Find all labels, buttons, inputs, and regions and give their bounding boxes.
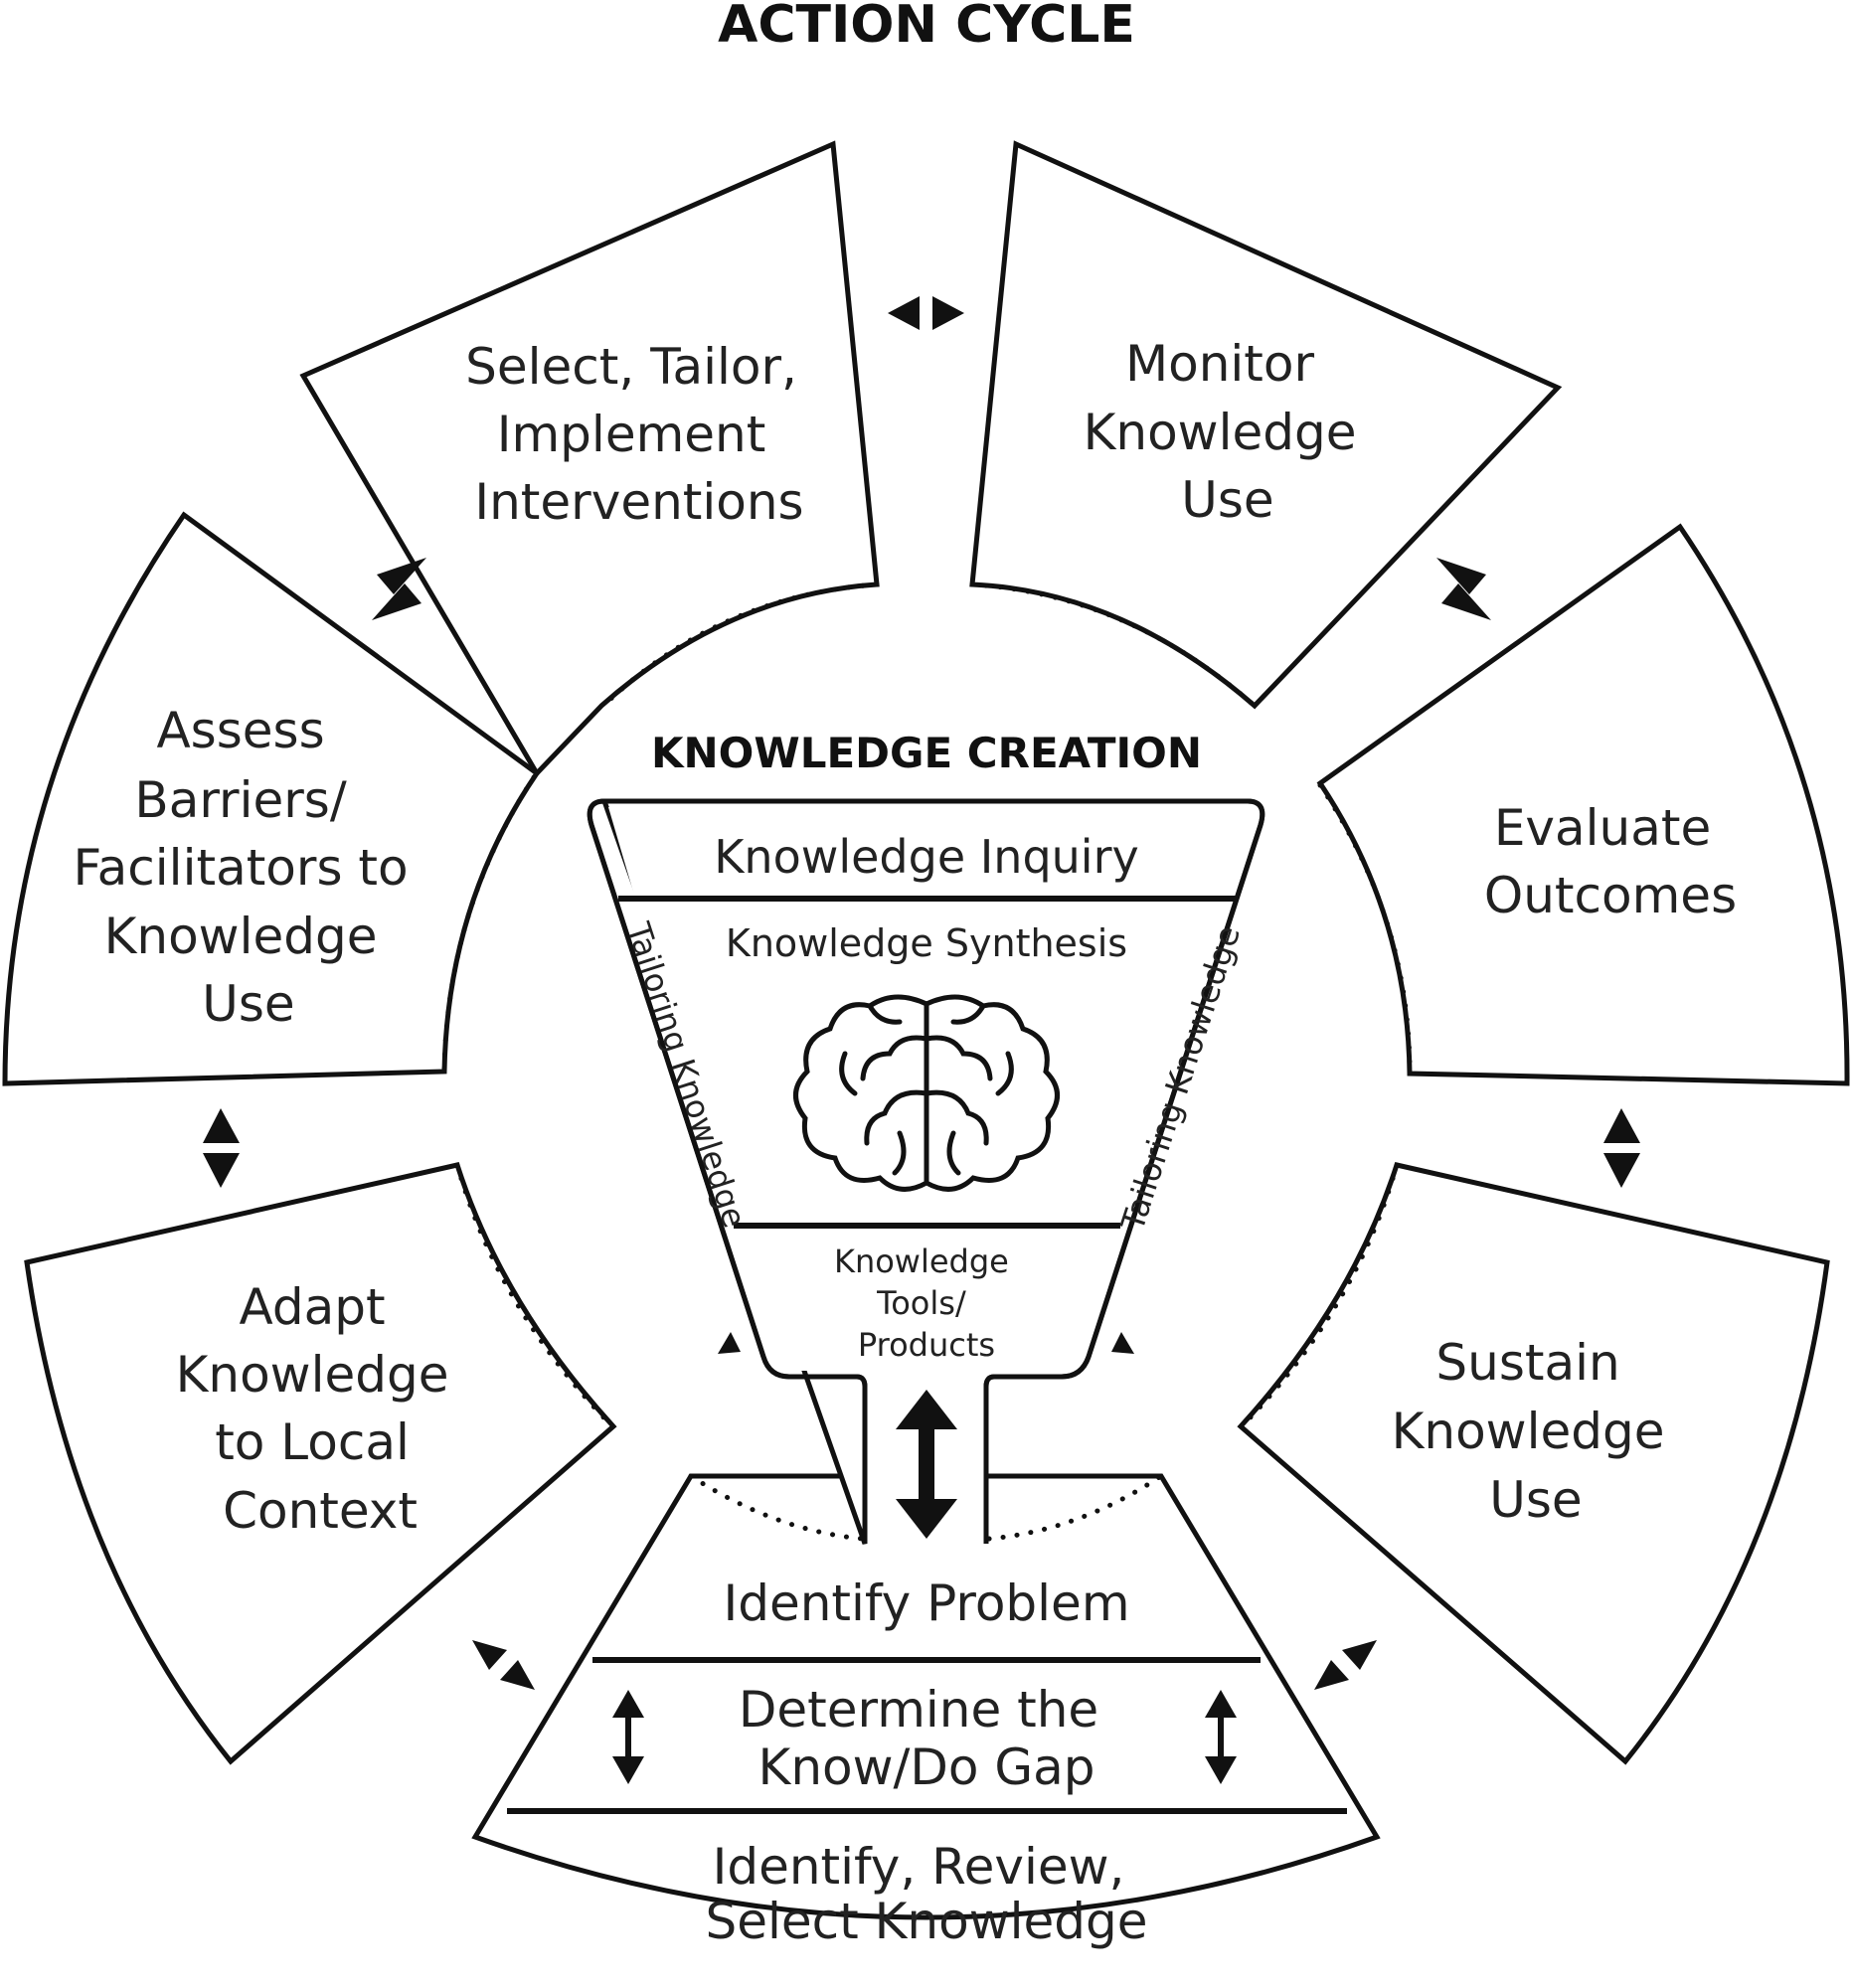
segment-assess-barriers: Assess Barriers/ Facilitators to Knowled… (2, 511, 541, 1086)
svg-text:Monitor Knowledge: Monitor Knowledge Use (1084, 335, 1373, 529)
identify-problem-label: Identify Problem (723, 1574, 1129, 1632)
knowledge-tools-line-2: Tools/ (876, 1284, 966, 1322)
arrow-evaluate-sustain-icon (1603, 1108, 1640, 1188)
arrow-sustain-bottom-icon (1314, 1640, 1377, 1690)
segment-monitor-line-3: Use (1181, 471, 1273, 529)
knowledge-funnel: Knowledge Inquiry Knowledge Synthesis Kn… (587, 798, 1265, 1545)
segment-evaluate-line-2: Outcomes (1484, 867, 1737, 924)
segment-monitor-knowledge-use: Monitor Knowledge Use (969, 140, 1563, 710)
segment-sustain-knowledge-use: Sustain Knowledge Use (1237, 1162, 1830, 1765)
segment-adapt-line-3: to Local (215, 1413, 410, 1471)
segment-adapt-line-2: Knowledge (176, 1346, 449, 1404)
arrow-bottom-adapt-icon (472, 1640, 535, 1690)
segment-evaluate-outcomes: Evaluate Outcomes (1316, 523, 1850, 1086)
segment-select-line-1: Select, Tailor, (465, 338, 797, 396)
knowledge-inquiry-label: Knowledge Inquiry (714, 830, 1138, 884)
knowledge-synthesis-label: Knowledge Synthesis (726, 921, 1127, 965)
segment-monitor-line-1: Monitor (1125, 335, 1315, 393)
svg-text:Identify, Review, Select: Identify, Review, Select Knowledge (706, 1838, 1148, 1950)
select-knowledge-line-2: Select Knowledge (706, 1893, 1148, 1950)
svg-text:Evaluate Outcomes: Evaluate Outcomes (1484, 799, 1737, 924)
arrow-adapt-assess-icon (203, 1108, 240, 1188)
segment-select-line-2: Implement (497, 406, 766, 463)
segment-sustain-line-2: Knowledge (1392, 1403, 1665, 1460)
arrow-assess-select-icon (372, 558, 426, 620)
svg-text:Adapt Knowledge to: Adapt Knowledge to Local Context (176, 1278, 465, 1540)
segment-monitor-line-2: Knowledge (1084, 404, 1357, 461)
segment-assess-line-3: Facilitators to (73, 839, 408, 897)
arrow-monitor-evaluate-icon (1436, 558, 1491, 620)
brain-icon (793, 994, 1060, 1192)
segment-assess-line-1: Assess (156, 702, 324, 759)
tailoring-right-arrow-icon (1111, 1332, 1134, 1354)
knowledge-tools-line-3: Products (858, 1326, 995, 1364)
segment-assess-line-4: Knowledge (104, 908, 378, 965)
segment-adapt-knowledge: Adapt Knowledge to Local Context (24, 1162, 617, 1765)
segment-select-line-3: Interventions (474, 473, 803, 531)
gap-left-double-arrow-icon (612, 1690, 644, 1784)
knowledge-tools-line-1: Knowledge (834, 1242, 1009, 1280)
funnel-to-action-double-arrow-icon (896, 1390, 957, 1539)
arrow-select-monitor-icon (888, 296, 964, 330)
segment-assess-line-5: Use (202, 975, 294, 1033)
segment-sustain-line-3: Use (1489, 1471, 1582, 1529)
svg-text:Select, Tailor, Implemen: Select, Tailor, Implement Interventions (465, 338, 813, 531)
gap-label-line-1: Determine the (739, 1681, 1098, 1739)
diagram-title: ACTION CYCLE (718, 0, 1135, 55)
gap-label-line-2: Know/Do Gap (758, 1739, 1095, 1796)
segment-adapt-line-4: Context (223, 1482, 418, 1540)
segment-adapt-line-1: Adapt (240, 1278, 386, 1336)
knowledge-creation-title: KNOWLEDGE CREATION (651, 729, 1202, 777)
segment-sustain-line-1: Sustain (1435, 1334, 1619, 1392)
tailoring-left-arrow-icon (718, 1332, 741, 1354)
segment-select-tailor-implement: Select, Tailor, Implement Interventions (299, 140, 880, 778)
gap-right-double-arrow-icon (1205, 1690, 1237, 1784)
select-knowledge-line-1: Identify, Review, (713, 1838, 1125, 1896)
segment-evaluate-line-1: Evaluate (1494, 799, 1711, 857)
svg-text:Sustain Knowledge: Sustain Knowledge Use (1392, 1334, 1681, 1529)
svg-text:Assess Barriers/ F: Assess Barriers/ Facilitators to Knowled… (73, 702, 423, 1033)
segment-assess-line-2: Barriers/ (134, 771, 346, 829)
svg-text:Knowledge Tools/ P: Knowledge Tools/ Products (834, 1242, 1019, 1364)
svg-text:Determine the Know/Do Ga: Determine the Know/Do Gap (739, 1681, 1114, 1796)
